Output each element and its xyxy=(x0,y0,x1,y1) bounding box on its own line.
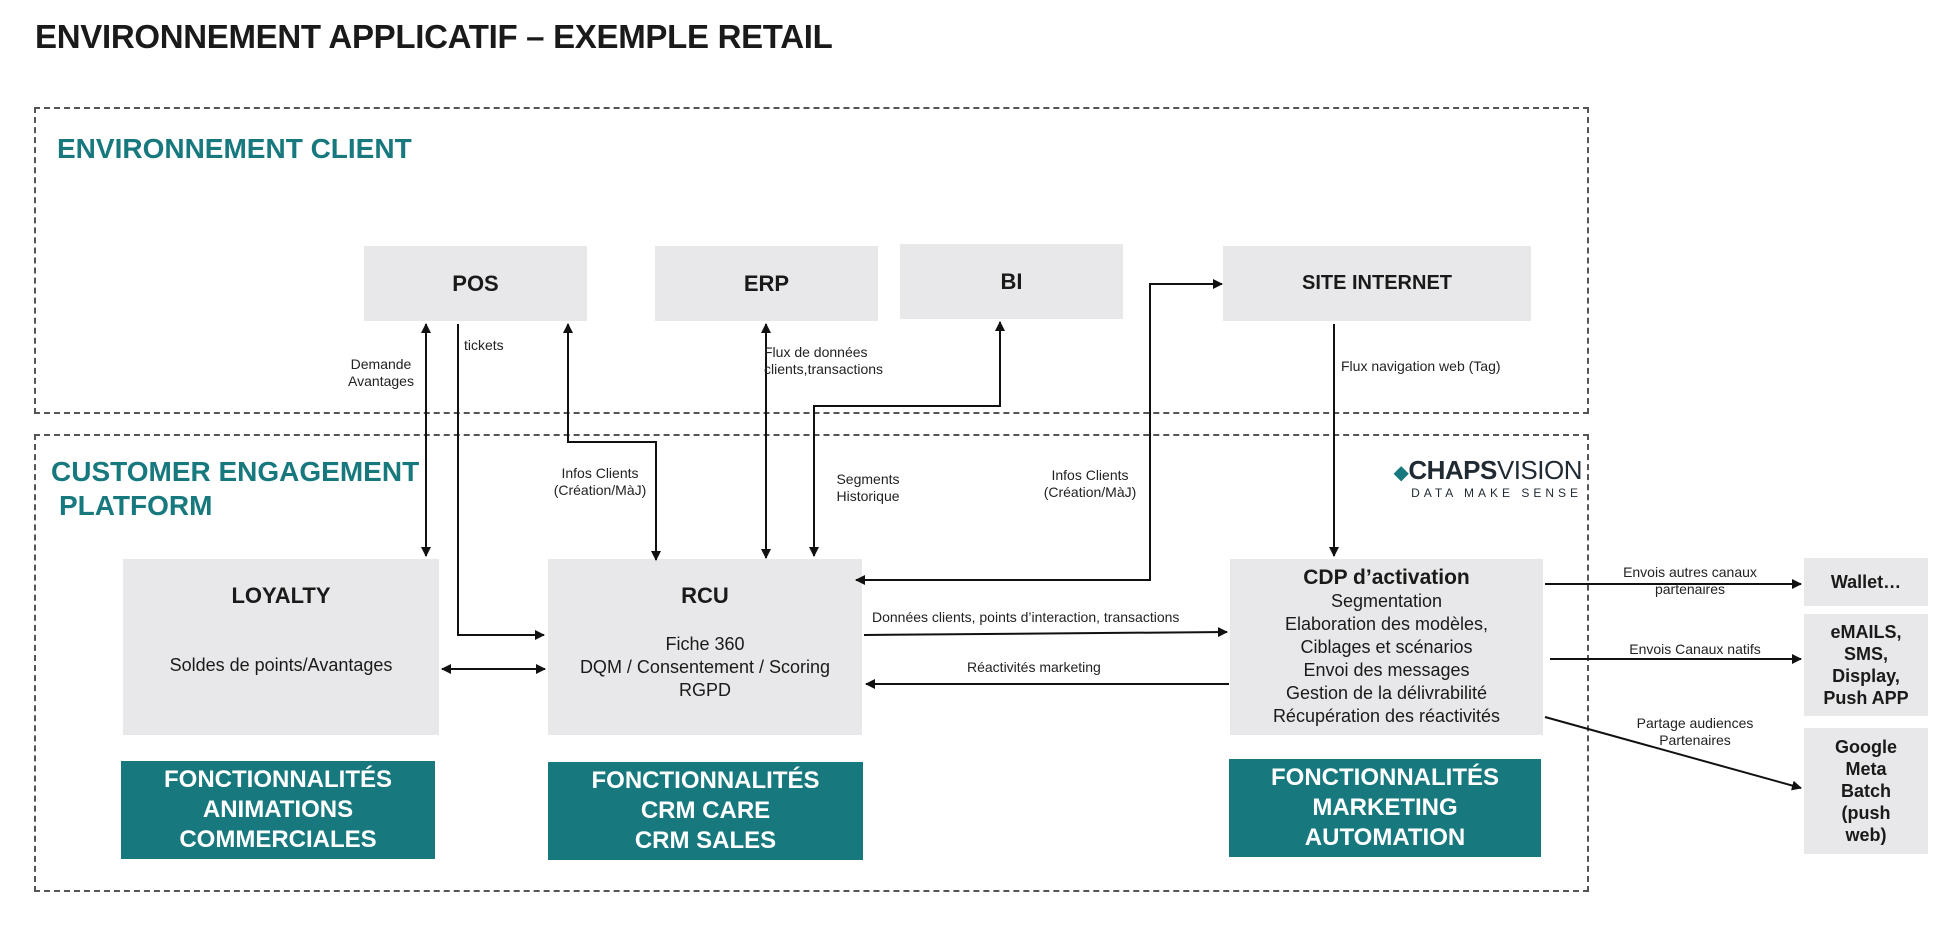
label-line: clients,transactions xyxy=(764,361,884,377)
label-demande-avantages: Demande Avantages xyxy=(340,356,422,390)
loyalty-line: Soldes de points/Avantages xyxy=(169,655,393,675)
arrow-pos-rcu xyxy=(563,323,661,561)
label-line: (Création/MàJ) xyxy=(553,482,647,498)
channel-line: Display, xyxy=(1832,666,1900,686)
client-environment-title: ENVIRONNEMENT CLIENT xyxy=(57,133,412,164)
channel-line: Meta xyxy=(1845,759,1887,779)
cdp-line: Ciblages et scénarios xyxy=(1300,637,1473,657)
label-reactivites-marketing: Réactivités marketing xyxy=(967,659,1101,676)
label-line: Avantages xyxy=(348,373,414,389)
rcu-title: RCU xyxy=(681,583,729,608)
logo-wordmark: ◆CHAPSVISION xyxy=(1382,455,1582,486)
feature-line: ANIMATIONS xyxy=(202,796,354,823)
feature-animations-box: FONCTIONNALITÉS ANIMATIONS COMMERCIALES xyxy=(121,761,435,859)
feature-line: COMMERCIALES xyxy=(179,826,377,853)
channel-partners-box: Google Meta Batch (push web) xyxy=(1804,728,1928,854)
channel-line: Wallet… xyxy=(1830,572,1902,592)
label-line: tickets xyxy=(464,337,504,353)
channel-line: eMAILS, xyxy=(1830,622,1902,642)
channel-line: Batch xyxy=(1840,781,1891,801)
cdp-line: Elaboration des modèles, xyxy=(1284,614,1489,634)
label-line: Flux de données xyxy=(764,344,868,360)
feature-line: MARKETING xyxy=(1312,794,1458,821)
feature-crm-box: FONCTIONNALITÉS CRM CARE CRM SALES xyxy=(548,762,863,860)
label-line: Infos Clients xyxy=(1051,467,1129,483)
channel-line: web) xyxy=(1845,825,1887,845)
cdp-line: Récupération des réactivités xyxy=(1272,706,1501,726)
label-flux-donnees: Flux de données clients,transactions xyxy=(764,344,883,378)
rcu-box: RCU Fiche 360 DQM / Consentement / Scori… xyxy=(548,559,862,735)
label-line: Partage audiences xyxy=(1636,715,1754,731)
arrow-tickets-rcu xyxy=(457,324,545,640)
feature-line: CRM SALES xyxy=(634,827,777,854)
logo-brand-part2: VISION xyxy=(1496,455,1583,485)
feature-line: FONCTIONNALITÉS xyxy=(1271,764,1499,791)
cdp-title: CDP d’activation xyxy=(1303,566,1470,589)
zone-title-line: CUSTOMER ENGAGEMENT xyxy=(51,456,420,487)
label-line: Envois autres canaux xyxy=(1623,564,1757,580)
label-line: Flux navigation web (Tag) xyxy=(1341,358,1501,374)
label-line: Demande xyxy=(350,356,412,372)
chapsvision-logo: ◆CHAPSVISION DATA MAKE SENSE xyxy=(1382,455,1582,500)
arrow-cdp-partners xyxy=(1544,716,1802,791)
cdp-line: Gestion de la délivrabilité xyxy=(1285,683,1488,703)
label-tickets: tickets xyxy=(464,337,504,354)
label-infos-clients-site: Infos Clients (Création/MàJ) xyxy=(1030,467,1150,501)
cdp-box: CDP d’activation Segmentation Elaboratio… xyxy=(1230,559,1543,735)
cdp-line: Envoi des messages xyxy=(1303,660,1470,680)
label-line: Réactivités marketing xyxy=(967,659,1101,675)
label-canaux-natifs: Envois Canaux natifs xyxy=(1605,641,1785,658)
channel-line: Push APP xyxy=(1823,688,1909,708)
arrow-rcu-cdp xyxy=(863,627,1228,638)
rcu-line: RGPD xyxy=(678,680,731,700)
label-segments-historique: Segments Historique xyxy=(820,471,916,505)
channel-wallet-box: Wallet… xyxy=(1804,558,1928,606)
channel-line: Google xyxy=(1835,737,1897,757)
label-partage-audiences: Partage audiences Partenaires xyxy=(1610,715,1780,749)
customer-engagement-title: CUSTOMER ENGAGEMENT PLATFORM xyxy=(51,455,419,523)
label-line: Envois Canaux natifs xyxy=(1629,641,1761,657)
logo-mark-icon: ◆ xyxy=(1393,462,1409,484)
channel-line: SMS, xyxy=(1843,644,1888,664)
pos-box: POS xyxy=(364,246,587,321)
page-title: ENVIRONNEMENT APPLICATIF – EXEMPLE RETAI… xyxy=(35,18,833,55)
logo-brand-part1: CHAPS xyxy=(1408,455,1497,485)
label-flux-navigation: Flux navigation web (Tag) xyxy=(1341,358,1501,375)
label-line: partenaires xyxy=(1654,581,1726,597)
channel-line: (push xyxy=(1841,803,1891,823)
logo-tagline: DATA MAKE SENSE xyxy=(1411,486,1582,500)
label-line: Partenaires xyxy=(1659,732,1731,748)
feature-line: FONCTIONNALITÉS xyxy=(591,767,820,794)
channel-native-box: eMAILS, SMS, Display, Push APP xyxy=(1804,614,1928,716)
loyalty-title: LOYALTY xyxy=(231,583,331,608)
feature-marketing-box: FONCTIONNALITÉS MARKETING AUTOMATION xyxy=(1229,759,1541,857)
rcu-line: DQM / Consentement / Scoring xyxy=(579,657,831,677)
rcu-line: Fiche 360 xyxy=(665,634,745,654)
label-line: Historique xyxy=(836,488,900,504)
label-line: (Création/MàJ) xyxy=(1043,484,1137,500)
label-line: Données clients, points d’interaction, t… xyxy=(872,609,1180,625)
label-autres-canaux: Envois autres canaux partenaires xyxy=(1600,564,1780,598)
feature-line: FONCTIONNALITÉS xyxy=(164,766,392,793)
arrow-site-rcu xyxy=(855,279,1223,585)
cdp-line: Segmentation xyxy=(1330,591,1443,611)
feature-line: AUTOMATION xyxy=(1304,824,1466,851)
label-donnees-clients: Données clients, points d’interaction, t… xyxy=(872,609,1179,626)
label-line: Infos Clients xyxy=(561,465,639,481)
label-line: Segments xyxy=(836,471,900,487)
feature-line: CRM CARE xyxy=(640,797,771,824)
site-internet-box: SITE INTERNET xyxy=(1223,246,1531,321)
zone-title-line: PLATFORM xyxy=(59,490,213,521)
loyalty-box: LOYALTY Soldes de points/Avantages xyxy=(123,559,439,735)
label-infos-clients-pos: Infos Clients (Création/MàJ) xyxy=(540,465,660,499)
erp-box: ERP xyxy=(655,246,878,321)
